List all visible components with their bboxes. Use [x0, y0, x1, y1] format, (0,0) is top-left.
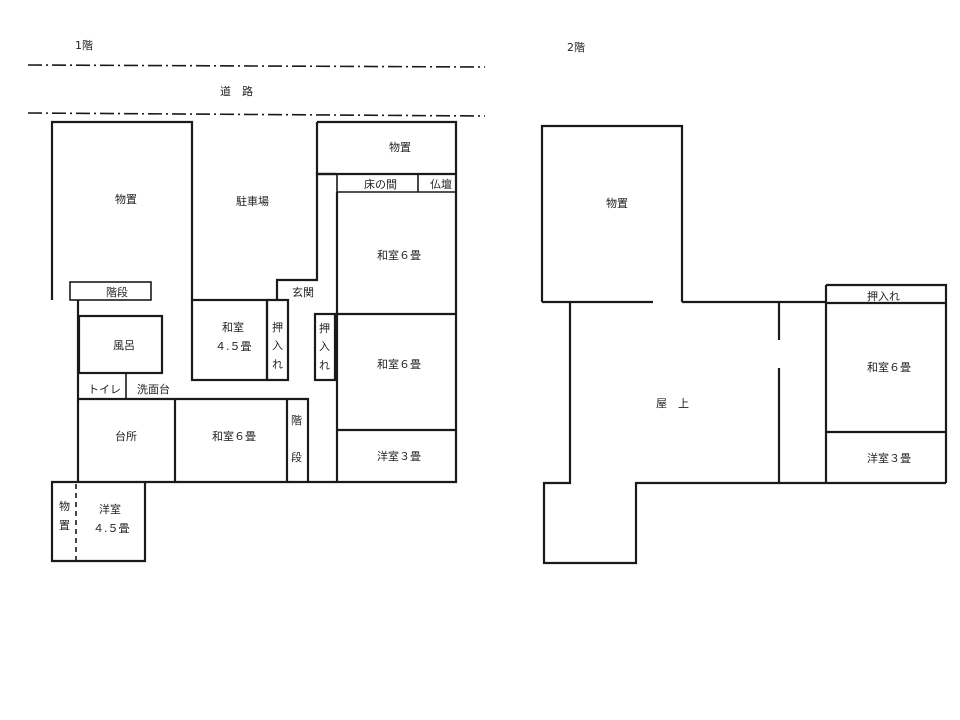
- stairs-lower-box: [285, 397, 310, 482]
- parking-label: 駐車場: [236, 194, 269, 208]
- rooftop-label: 屋 上: [656, 397, 689, 410]
- storage-top-right-label: 物置: [389, 140, 411, 154]
- washitsu6-2f-label: 和室６畳: [867, 360, 911, 374]
- storage-room-2f: [540, 124, 684, 302]
- butsudan-label: 仏壇: [430, 177, 452, 191]
- road-label: 道 路: [220, 84, 253, 98]
- storage-2f-label: 物置: [606, 196, 628, 210]
- oshiire-a-box: [265, 298, 290, 382]
- stairs-lower-char-1: 階: [291, 413, 302, 427]
- washbasin-label: 洗面台: [137, 382, 170, 396]
- house-right-wall: [174, 120, 458, 484]
- stairs-top-label: 階段: [106, 285, 128, 299]
- youshitsu3-2f-label: 洋室３畳: [867, 451, 911, 465]
- washitsu6-b-label: 和室６畳: [377, 357, 421, 371]
- road-edge-top: [27, 64, 486, 68]
- oshiire-a-char-3: れ: [272, 358, 283, 371]
- stairs-top-box: [69, 281, 152, 301]
- washitsu6-c-label: 和室６畳: [212, 429, 256, 443]
- storage-left-label: 物置: [115, 192, 137, 206]
- bath-room: [77, 314, 164, 375]
- oshiire-b-char-3: れ: [319, 359, 330, 372]
- youshitsu3-label: 洋室３畳: [377, 449, 421, 463]
- washitsu6-a-label: 和室６畳: [377, 248, 421, 262]
- kitchen-label: 台所: [115, 429, 137, 443]
- floor-1-plan: 1階 道 路 物置 階段 駐車場 物置 床の間 仏壇 和室６畳 和室６畳 洋室３…: [27, 38, 486, 563]
- bath-label: 風呂: [113, 339, 135, 352]
- tokonoma-label: 床の間: [364, 177, 397, 191]
- floor-2-title: 2階: [567, 40, 585, 54]
- oshiire-b-char-2: 入: [319, 340, 330, 353]
- oshiire-b-box: [313, 312, 337, 382]
- oshiire-2f-label: 押入れ: [867, 289, 900, 303]
- washitsu45-label-1: 和室: [222, 320, 244, 334]
- bottom-annex: [50, 480, 147, 563]
- right-rooms-outline: [824, 283, 948, 483]
- storage-bottom-char-1: 物: [59, 499, 70, 513]
- entrance-corner: [275, 172, 336, 300]
- rooftop-outline: [542, 302, 946, 565]
- washitsu45-label-2: ４.５畳: [215, 340, 252, 353]
- top-right-divider: [315, 122, 456, 176]
- oshiire-a-char-1: 押: [272, 320, 283, 334]
- youshitsu45-label-2: ４.５畳: [93, 522, 130, 535]
- oshiire-b-char-1: 押: [319, 321, 330, 335]
- floor-2-plan: 2階 物置 屋 上 押入れ 和室６畳 洋室３畳: [540, 40, 948, 565]
- storage-left-room: [50, 120, 194, 300]
- toilet-label: トイレ: [88, 383, 121, 396]
- storage-bottom-char-2: 置: [59, 519, 70, 532]
- road-edge-bottom: [27, 112, 486, 117]
- floor-1-title: 1階: [75, 38, 93, 52]
- entrance-label: 玄関: [292, 285, 314, 299]
- youshitsu45-label-1: 洋室: [99, 502, 121, 516]
- oshiire-a-char-2: 入: [272, 339, 283, 352]
- stairs-lower-char-2: 段: [291, 450, 302, 464]
